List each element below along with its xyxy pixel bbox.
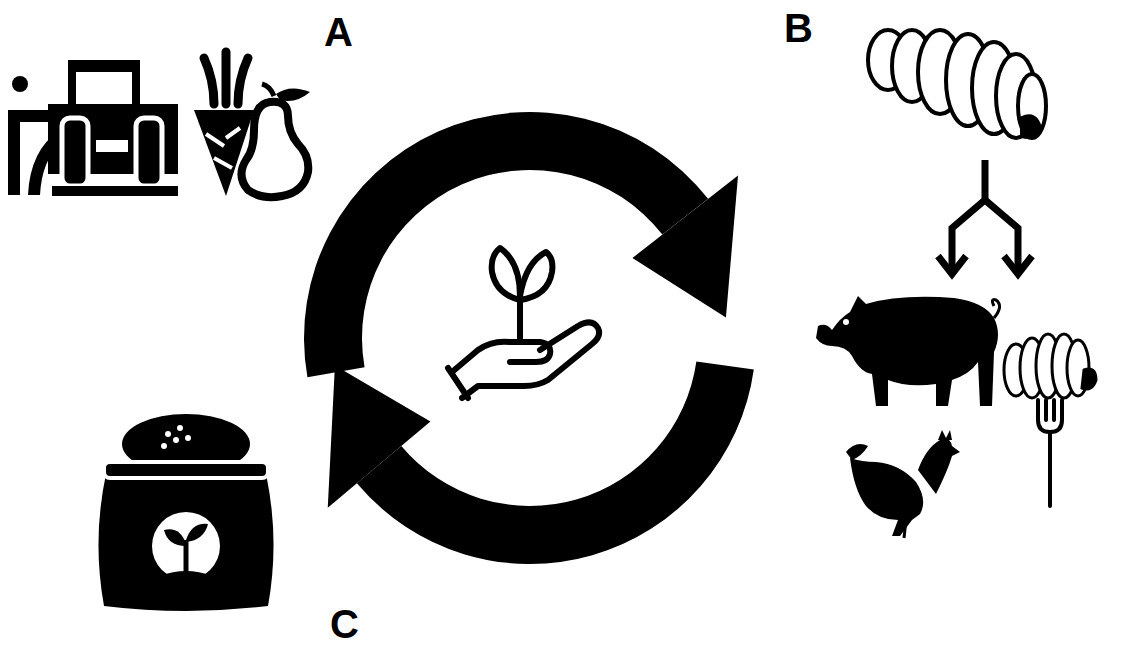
cycle-arrow-head — [328, 365, 431, 507]
larva-on-fork-icon-part-part — [1048, 432, 1052, 506]
tractor-icon-part — [62, 118, 88, 186]
split-arrow-icon — [938, 160, 1032, 274]
cycle-arrows — [304, 112, 754, 564]
cycle-arrow-band — [304, 112, 708, 377]
fertilizer-bag-icon-part-part — [177, 425, 183, 431]
split-arrow-icon-part — [952, 160, 985, 272]
hand-sprout-icon-part — [520, 252, 552, 300]
hand-sprout-icon-part — [492, 248, 520, 300]
tractor-icon-part — [72, 72, 136, 104]
tractor-icon-part — [136, 118, 162, 186]
fertilizer-bag-icon-part — [98, 474, 273, 611]
fertilizer-bag-icon-part-part — [173, 437, 179, 443]
pig-icon-part — [843, 319, 849, 325]
pear-icon — [241, 84, 310, 197]
pear-icon-part — [241, 102, 308, 197]
carrot-icon-part — [204, 52, 248, 104]
chicken-icon — [846, 430, 960, 538]
cycle-arrow-band — [357, 361, 754, 564]
larva-on-fork-icon-part — [1004, 334, 1096, 398]
chicken-icon-part — [938, 430, 952, 440]
split-arrow-icon-part — [1004, 256, 1032, 274]
tractor-icon-part — [12, 76, 28, 92]
fertilizer-bag-icon-part — [104, 462, 268, 478]
tractor-icon-part — [96, 140, 128, 152]
pig-icon — [816, 296, 1000, 406]
fertilizer-bag-icon-part-part — [185, 435, 191, 441]
panel-letter: B — [784, 8, 813, 48]
fertilizer-bag-icon-part — [160, 571, 212, 582]
chicken-icon-part — [918, 439, 960, 494]
larva-on-fork-icon — [1004, 334, 1096, 506]
panel-letter: A — [324, 12, 353, 52]
hand-sprout-icon-part — [448, 368, 468, 398]
chicken-icon-part — [850, 458, 923, 536]
tractor-icon-part — [52, 186, 178, 196]
cycle-arrow-head — [632, 175, 738, 317]
panel-letter: C — [330, 604, 359, 644]
split-arrow-icon-part — [938, 256, 966, 274]
fertilizer-bag-icon — [98, 414, 273, 611]
fertilizer-bag-icon-part-part — [161, 443, 167, 449]
larva-icon-part — [1018, 74, 1046, 138]
larva-icon-part — [1022, 116, 1040, 137]
hand-sprout-icon-part — [462, 322, 599, 398]
larva-on-fork-icon-part-part — [1038, 400, 1062, 432]
chicken-icon-part — [846, 444, 868, 460]
pear-icon-part — [262, 84, 274, 96]
larva-icon — [868, 30, 1046, 138]
hand-sprout-icon-part — [452, 342, 550, 372]
larva-on-fork-icon-part — [1038, 400, 1062, 506]
larva-on-fork-icon-part-part — [1082, 369, 1096, 389]
tractor-icon-part — [68, 60, 140, 72]
pig-icon-part — [816, 296, 998, 406]
fertilizer-bag-icon-part — [164, 529, 186, 546]
split-arrow-icon-part — [985, 200, 1018, 272]
chicken-icon-part — [904, 520, 906, 538]
fertilizer-bag-icon-part — [152, 512, 220, 580]
larva-on-fork-icon-part-part — [1046, 400, 1054, 420]
tractor-icon — [8, 60, 178, 196]
fertilizer-bag-icon-part-part — [165, 431, 171, 437]
hand-sprout-icon — [448, 248, 599, 398]
fertilizer-bag-icon-part — [161, 425, 191, 449]
fertilizer-bag-icon-part — [186, 524, 208, 542]
carrot-icon-part — [206, 128, 240, 168]
pig-icon-part — [992, 300, 999, 318]
